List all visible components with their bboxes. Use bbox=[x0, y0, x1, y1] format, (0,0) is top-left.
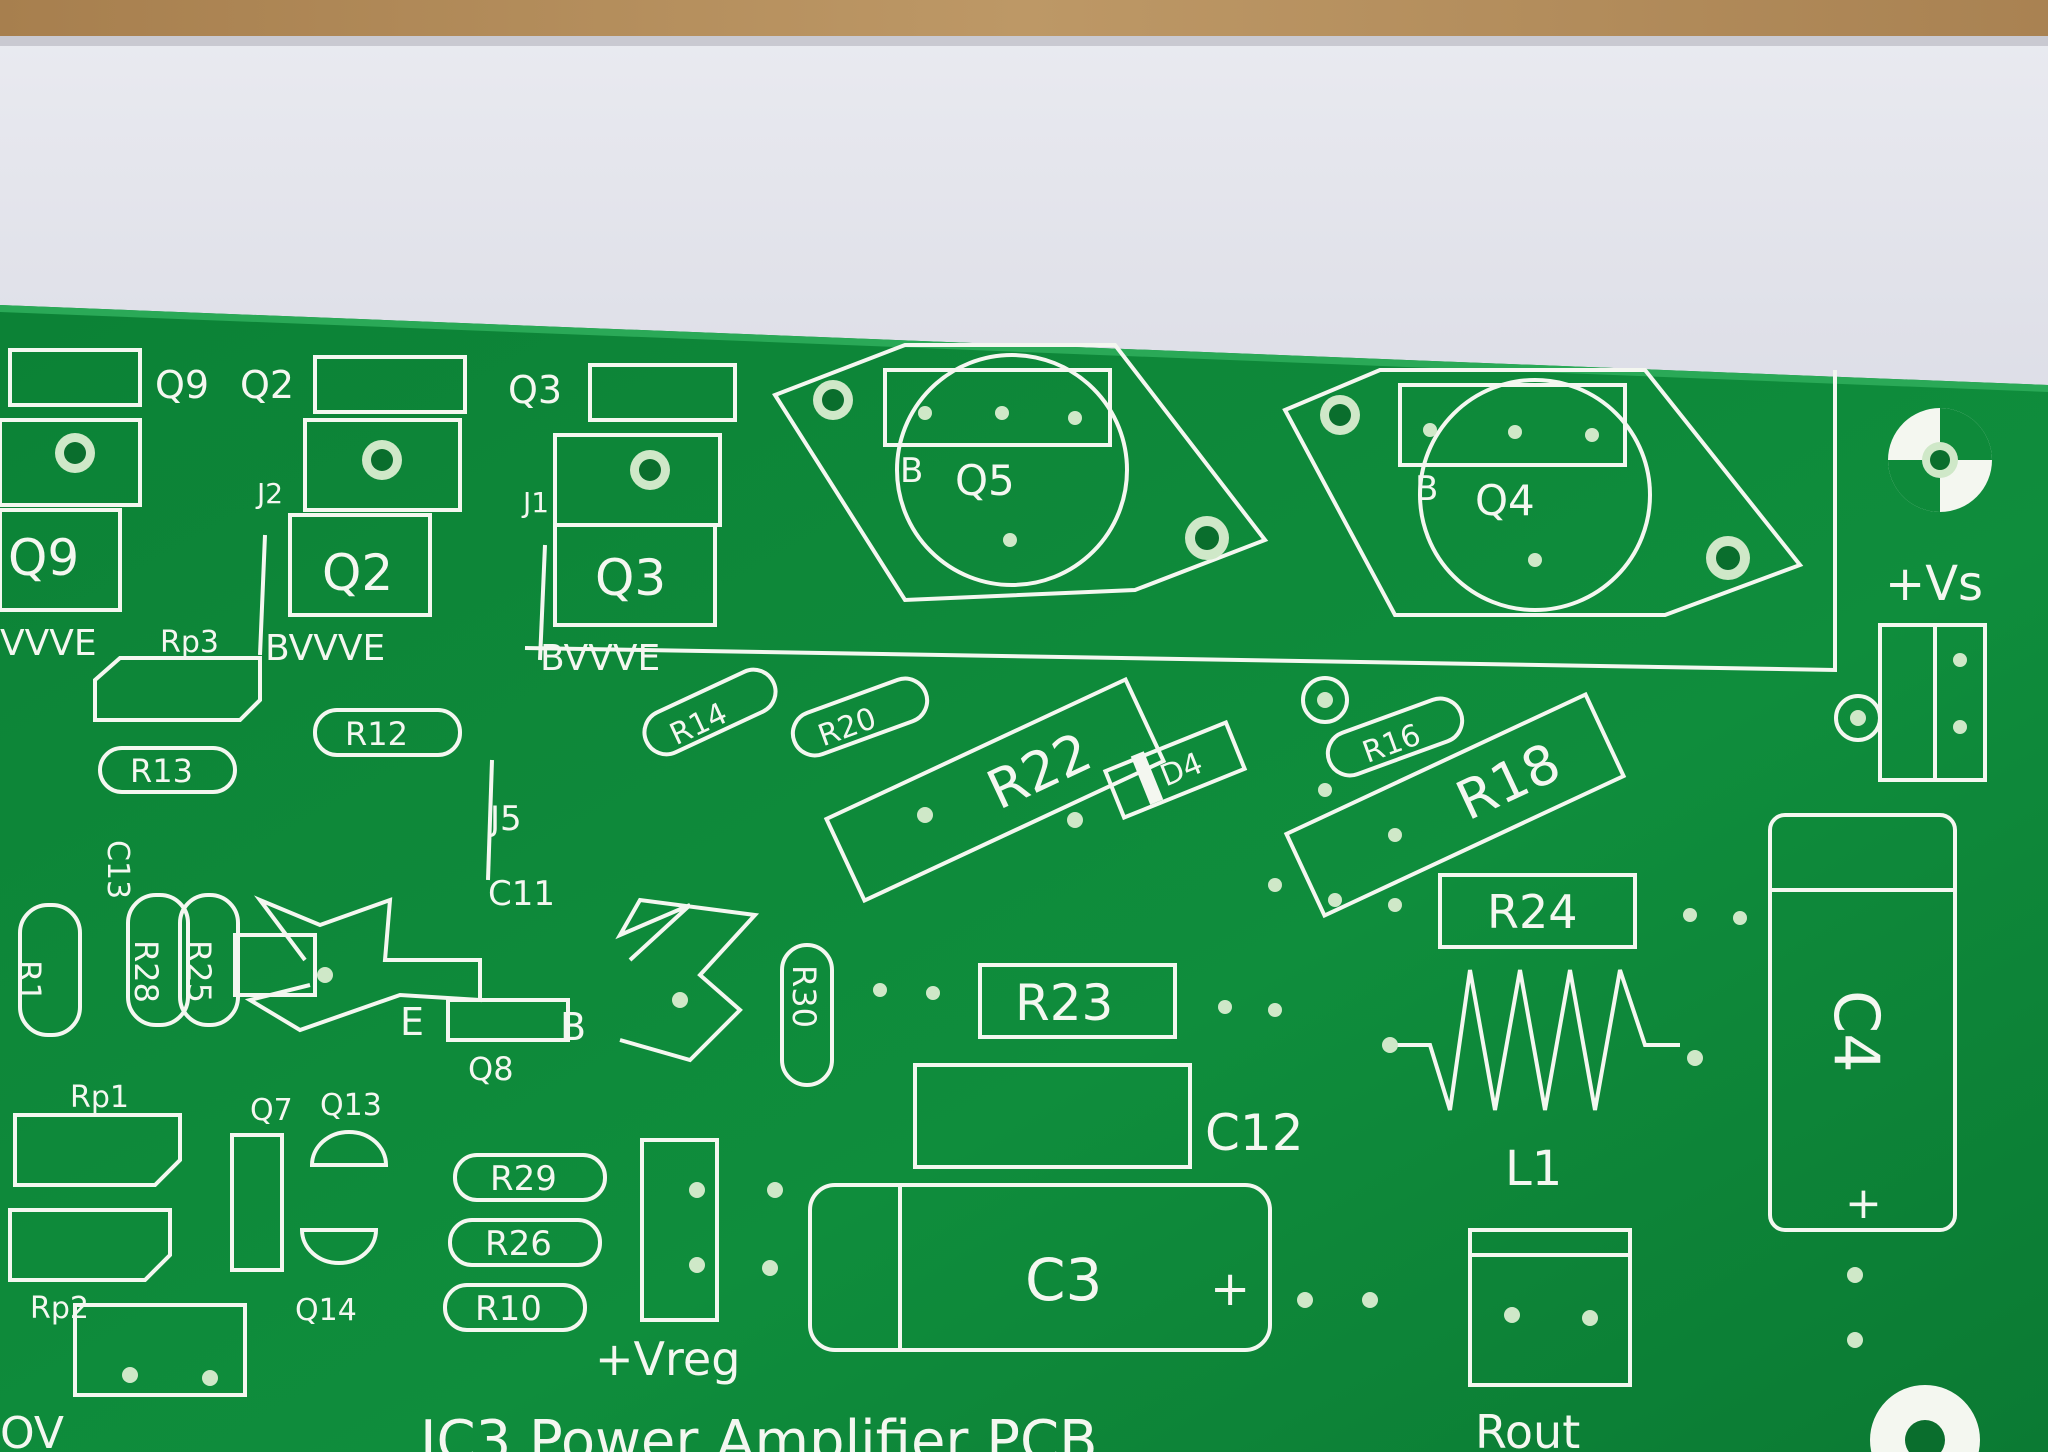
label-rp1: Rp1 bbox=[70, 1080, 129, 1115]
label-rp2: Rp2 bbox=[30, 1291, 89, 1326]
wood-shelf bbox=[0, 0, 2048, 40]
label-r1: R1 bbox=[10, 960, 48, 1003]
label-c3-plus: + bbox=[1210, 1261, 1250, 1317]
label-bvvve-mid: BVVVE bbox=[265, 628, 385, 669]
label-j5: J5 bbox=[488, 799, 522, 839]
label-r25: R25 bbox=[180, 940, 218, 1003]
label-r28: R28 bbox=[127, 940, 165, 1003]
label-rp3: Rp3 bbox=[160, 625, 219, 660]
label-j1: J1 bbox=[521, 486, 549, 519]
label-j2: J2 bbox=[255, 477, 283, 510]
wall-shadow bbox=[0, 36, 2048, 46]
solder-pads bbox=[55, 380, 1967, 1386]
label-q4-b: B bbox=[1415, 469, 1438, 509]
label-bvvve-left: VVVE bbox=[0, 623, 97, 664]
label-q5-b: B bbox=[900, 451, 923, 491]
label-r12: R12 bbox=[345, 715, 408, 753]
label-rout: Rout bbox=[1475, 1405, 1580, 1452]
label-l1: L1 bbox=[1505, 1141, 1562, 1197]
label-c13: C13 bbox=[100, 840, 135, 899]
label-q2: Q2 bbox=[322, 544, 393, 602]
silkscreen-outlines bbox=[0, 343, 1987, 1397]
label-c12: C12 bbox=[1205, 1104, 1304, 1162]
label-q9: Q9 bbox=[8, 529, 79, 587]
label-q3: Q3 bbox=[595, 549, 666, 607]
label-r10: R10 bbox=[475, 1289, 542, 1329]
label-vs: +Vs bbox=[1885, 556, 1983, 612]
label-r24: R24 bbox=[1487, 885, 1578, 939]
label-q8: Q8 bbox=[468, 1050, 514, 1088]
label-c4-plus: + bbox=[1845, 1178, 1882, 1229]
pcb-board bbox=[0, 305, 2048, 1452]
label-r13: R13 bbox=[130, 752, 193, 790]
label-q8-b: B bbox=[560, 1005, 586, 1049]
label-q14: Q14 bbox=[295, 1293, 357, 1328]
label-q7: Q7 bbox=[250, 1093, 293, 1128]
label-bvvve-right: BVVVE bbox=[540, 638, 660, 679]
label-q3-top: Q3 bbox=[508, 368, 562, 412]
board-title: JC3 Power Amplifier PCB bbox=[417, 1409, 1098, 1452]
label-q9-top: Q9 bbox=[155, 363, 209, 407]
label-q2-top: Q2 bbox=[240, 363, 294, 407]
d4-cathode-band bbox=[1130, 751, 1164, 805]
label-c4: C4 bbox=[1820, 990, 1893, 1073]
label-r30: R30 bbox=[785, 965, 823, 1028]
label-c11: C11 bbox=[488, 874, 555, 914]
label-q5: Q5 bbox=[955, 456, 1015, 505]
label-r26: R26 bbox=[485, 1224, 552, 1264]
label-r29: R29 bbox=[490, 1159, 557, 1199]
label-q13: Q13 bbox=[320, 1088, 382, 1123]
mounting-holes bbox=[1301, 408, 1992, 1452]
label-c3: C3 bbox=[1025, 1246, 1102, 1314]
label-q8-e: E bbox=[400, 1000, 424, 1044]
label-ov: OV bbox=[0, 1408, 64, 1452]
label-q4: Q4 bbox=[1475, 476, 1535, 525]
label-vreg: +Vreg bbox=[595, 1332, 740, 1386]
label-r23: R23 bbox=[1015, 974, 1113, 1032]
